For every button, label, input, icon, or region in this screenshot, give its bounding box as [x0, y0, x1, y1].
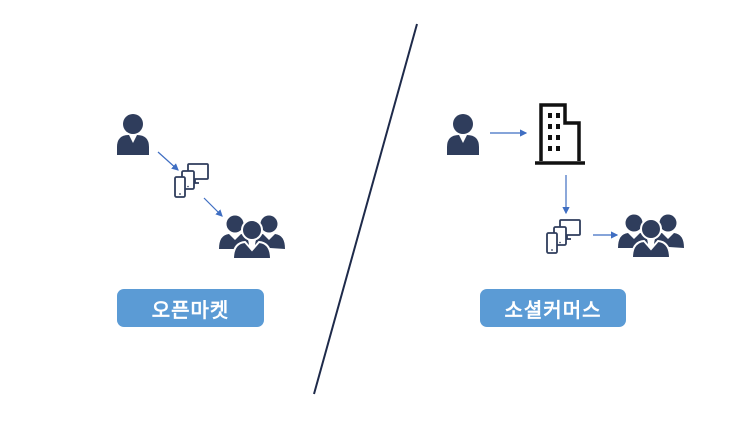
arrow-seller-to-devices	[157, 151, 179, 171]
building-icon	[533, 103, 587, 165]
user-icon	[447, 114, 479, 155]
divider-line	[313, 23, 418, 395]
arrow-devices-to-customers	[203, 197, 223, 217]
users-group-icon	[618, 213, 684, 258]
devices-icon	[546, 219, 581, 254]
open-market-label: 오픈마켓	[117, 289, 264, 327]
users-group-icon	[219, 214, 285, 259]
devices-icon	[174, 163, 209, 198]
user-icon	[117, 114, 149, 155]
social-commerce-label: 소셜커머스	[480, 289, 626, 327]
